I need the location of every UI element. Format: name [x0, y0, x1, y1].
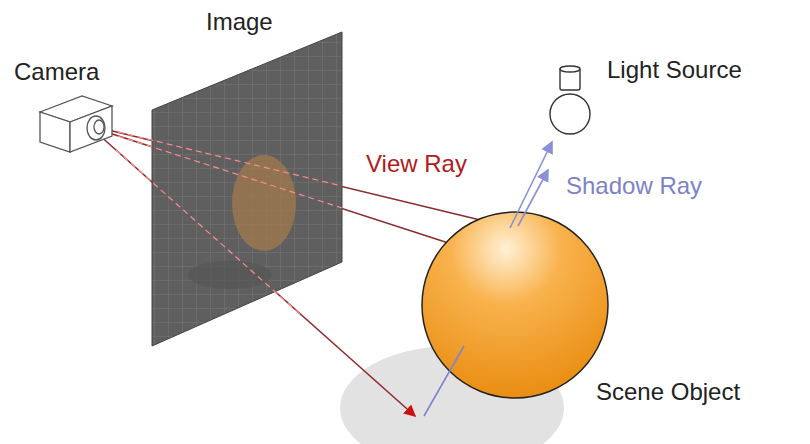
shadow-ray [510, 142, 552, 228]
shadow-ray [518, 170, 548, 226]
light-source-label: Light Source [607, 56, 742, 84]
image-label: Image [206, 8, 273, 36]
shadow-ray [424, 346, 464, 416]
camera-label: Camera [14, 58, 99, 86]
scene-object-label: Scene Object [596, 378, 740, 406]
light-bulb-icon [550, 66, 590, 134]
shadow-ray-label: Shadow Ray [566, 172, 702, 200]
image-plane [116, 32, 342, 346]
camera-icon [40, 96, 112, 152]
view-ray-label: View Ray [366, 150, 467, 178]
